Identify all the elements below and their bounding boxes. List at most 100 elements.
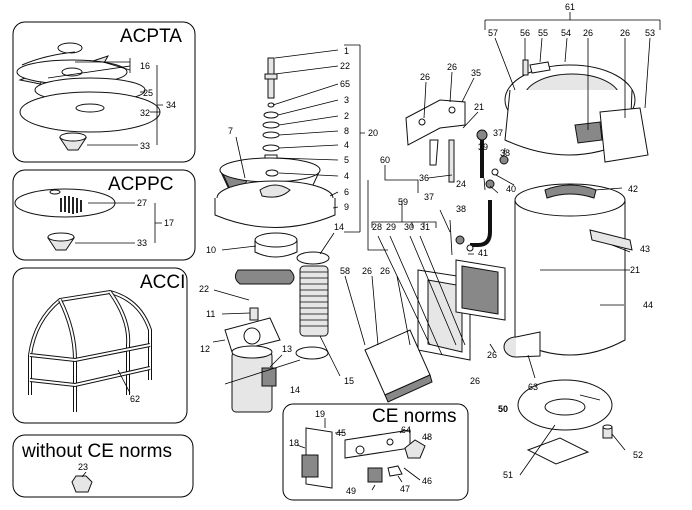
- leaders-mid: [423, 71, 515, 194]
- box-acppc-frame: [12, 169, 196, 261]
- ce-switch-18: [301, 454, 319, 478]
- ref-21a: 21: [474, 102, 484, 112]
- ref-29: 29: [386, 222, 396, 232]
- acpta-small-ring: [57, 42, 83, 54]
- ref-14a: 14: [334, 222, 344, 232]
- handle-58-grip: [384, 374, 433, 403]
- ref-52: 52: [633, 450, 643, 460]
- tank-opening-42: [544, 184, 597, 199]
- center-spring-11: [249, 307, 259, 321]
- ref-43: 43: [640, 244, 650, 254]
- fitting-38: [491, 168, 499, 176]
- ref-8: 8: [344, 126, 349, 136]
- center-pulley-10-top: [254, 232, 298, 248]
- ref-17: 17: [164, 218, 174, 228]
- ref-38b: 38: [456, 204, 466, 214]
- box-acppc: ACPPC 27 33 17: [12, 169, 196, 261]
- ref-12: 12: [200, 344, 210, 354]
- ref-22a: 22: [340, 61, 350, 71]
- ref-19: 19: [315, 409, 325, 419]
- ref-15: 15: [344, 376, 354, 386]
- acppc-hub-top: [47, 232, 75, 242]
- center-belt: [234, 269, 295, 285]
- ref-60: 60: [380, 155, 390, 165]
- rod-43: [589, 229, 633, 251]
- ref-40: 40: [506, 184, 516, 194]
- ref-36: 36: [419, 173, 429, 183]
- ref-53: 53: [645, 28, 655, 38]
- ref-5: 5: [344, 155, 349, 165]
- ref-26-top-b: 26: [620, 28, 630, 38]
- leader-23: [81, 471, 87, 478]
- center-disc-6-blade: [259, 184, 291, 198]
- center-motor-junction: [261, 367, 277, 387]
- tank-44-rim: [514, 183, 626, 217]
- ref-26-b35-a: 26: [420, 72, 430, 82]
- box-acci: ACCI 62: [12, 267, 188, 424]
- chute-53: [599, 107, 649, 163]
- ref-26-l-b: 26: [380, 266, 390, 276]
- ref-27: 27: [137, 198, 147, 208]
- ref-38a: 38: [500, 148, 510, 158]
- box-acci-title: ACCI: [140, 272, 185, 293]
- rod-36: [448, 139, 455, 183]
- ce-plate-45-hole-2: [386, 438, 394, 446]
- ref-54: 54: [561, 28, 571, 38]
- center-clamp-14-bottom: [295, 346, 329, 360]
- acpta-disc-32-hole: [75, 103, 105, 113]
- bracket-35-hole-2: [448, 106, 456, 114]
- outlet-63-pipe: [515, 331, 541, 358]
- fitting-39: [485, 179, 495, 189]
- ref-25: 25: [143, 88, 153, 98]
- center-ring-2: [262, 121, 280, 129]
- box-acpta-frame: [12, 21, 196, 163]
- leaders-lower: [344, 235, 466, 356]
- ref-63: 63: [528, 382, 538, 392]
- ref-59: 59: [398, 197, 408, 207]
- ref-47: 47: [400, 484, 410, 494]
- ref-24: 24: [456, 179, 466, 189]
- ref-42: 42: [628, 184, 638, 194]
- leaders-bottom: [489, 304, 626, 476]
- ref-49: 49: [346, 486, 356, 496]
- ref-26-d-b: 26: [470, 376, 480, 386]
- ref-26-b35-b: 26: [447, 62, 457, 72]
- ref-23: 23: [78, 462, 88, 472]
- ref-13: 13: [282, 344, 292, 354]
- clip-55: [529, 61, 551, 74]
- ref-26-d-a: 26: [487, 350, 497, 360]
- leaders-60-59: [367, 165, 437, 251]
- bracket-61: [484, 12, 661, 30]
- acpta-hub-33-top: [59, 132, 87, 142]
- box-acci-frame: [12, 267, 188, 424]
- ref-35: 35: [471, 68, 481, 78]
- bracket-35: [405, 99, 466, 146]
- center-ring-4: [262, 144, 280, 152]
- ref-48: 48: [422, 432, 432, 442]
- ref-21b: 21: [630, 265, 640, 275]
- ref-33: 33: [140, 141, 150, 151]
- center-leaders-right: [272, 49, 339, 209]
- pin-56: [522, 59, 529, 76]
- ce-knob-48: [404, 439, 426, 459]
- bracket-35-leg: [429, 139, 439, 166]
- ref-32: 32: [140, 108, 150, 118]
- acppc-grater-teeth: [60, 196, 82, 214]
- ref-34: 34: [166, 100, 176, 110]
- ref-57: 57: [488, 28, 498, 38]
- ref-55: 55: [538, 28, 548, 38]
- center-bracket-20: [344, 44, 365, 233]
- hose-24-fitting: [476, 129, 488, 141]
- bottom-plate-50-hole: [544, 398, 586, 416]
- center-motor-top: [231, 345, 273, 359]
- box-acpta-title: ACPTA: [120, 26, 182, 47]
- center-shaft-collar: [264, 73, 278, 80]
- ref-14b: 14: [290, 385, 300, 395]
- acpta-wiper-arm: [21, 51, 76, 66]
- ref-61: 61: [565, 2, 575, 12]
- hose-38: [470, 200, 492, 247]
- center-motor-plate-hole: [243, 327, 261, 345]
- ref-64: 64: [401, 425, 411, 435]
